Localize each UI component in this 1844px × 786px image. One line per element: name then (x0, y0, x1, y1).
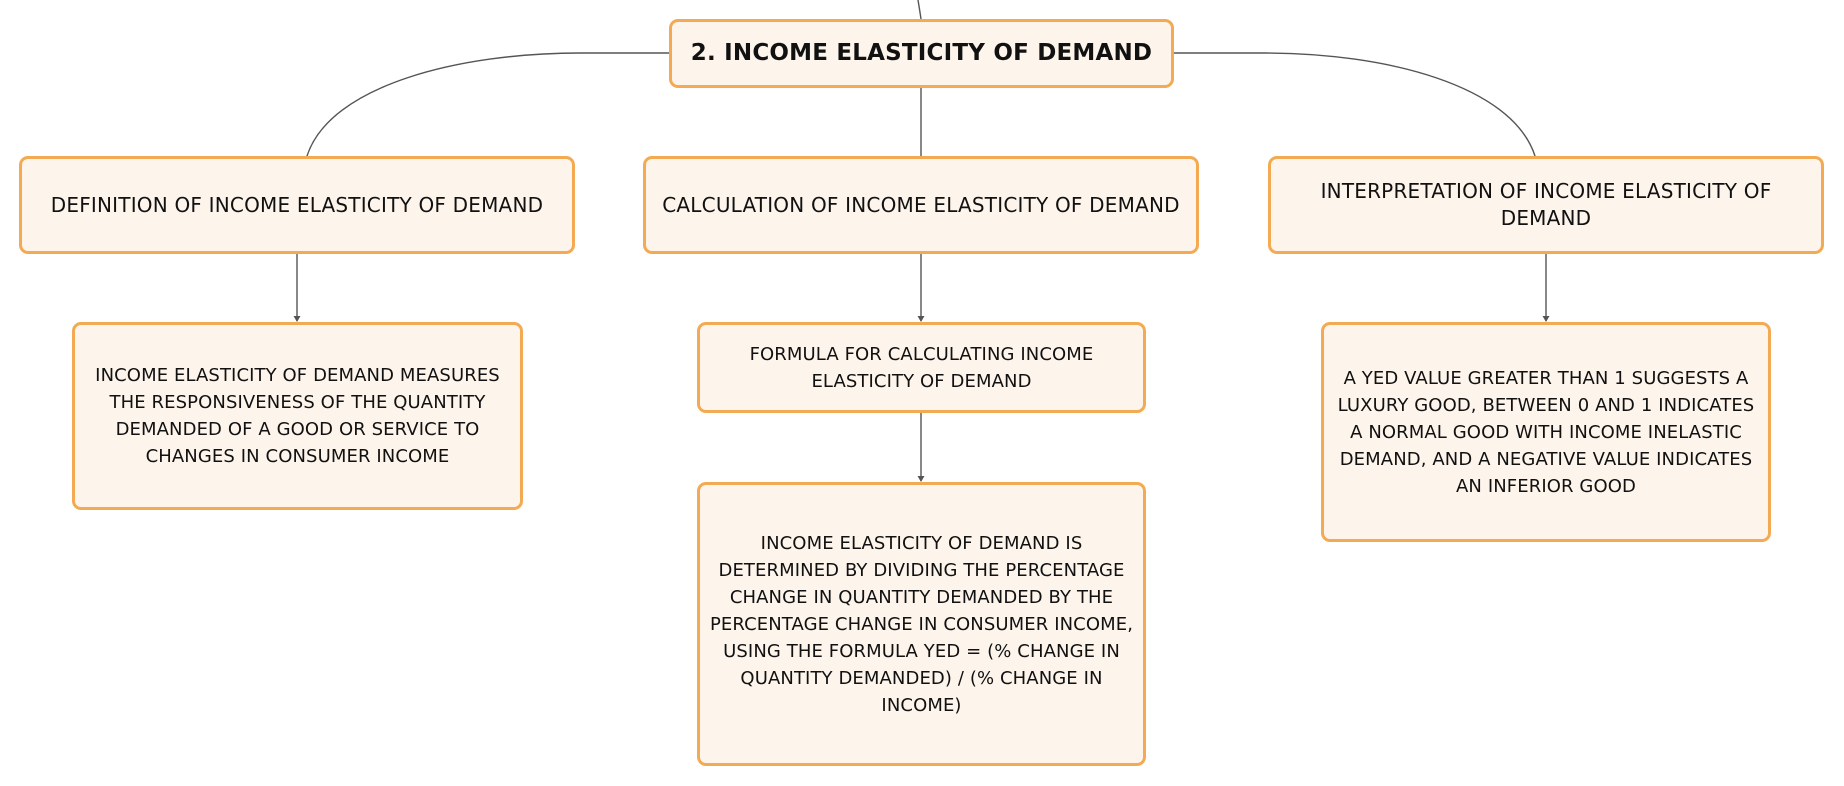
interpretation-detail-text: A YED VALUE GREATER THAN 1 SUGGESTS A LU… (1337, 367, 1755, 497)
root-node[interactable]: 2. INCOME ELASTICITY OF DEMAND (669, 19, 1174, 88)
calculation-detail-node[interactable]: INCOME ELASTICITY OF DEMAND IS DETERMINE… (697, 482, 1146, 766)
formula-node-label: FORMULA FOR CALCULATING INCOME ELASTICIT… (749, 343, 1094, 392)
branch-node-calculation-label: CALCULATION OF INCOME ELASTICITY OF DEMA… (662, 192, 1180, 217)
calculation-detail-text: INCOME ELASTICITY OF DEMAND IS DETERMINE… (709, 532, 1134, 716)
branch-node-definition[interactable]: DEFINITION OF INCOME ELASTICITY OF DEMAN… (19, 156, 575, 254)
formula-node[interactable]: FORMULA FOR CALCULATING INCOME ELASTICIT… (697, 322, 1146, 413)
connector-parent-to-root (917, 0, 922, 20)
arrowhead-calculation-formula (917, 316, 925, 322)
definition-detail-text: INCOME ELASTICITY OF DEMAND MEASURES THE… (95, 365, 500, 467)
connector-root-to-interpretation (1173, 52, 1536, 157)
connector-root-to-definition (306, 52, 670, 157)
root-node-label: 2. INCOME ELASTICITY OF DEMAND (690, 40, 1153, 66)
definition-detail-node[interactable]: INCOME ELASTICITY OF DEMAND MEASURES THE… (72, 322, 523, 510)
arrowhead-definition-detail (293, 316, 301, 322)
branch-node-definition-label: DEFINITION OF INCOME ELASTICITY OF DEMAN… (50, 192, 544, 217)
interpretation-detail-node[interactable]: A YED VALUE GREATER THAN 1 SUGGESTS A LU… (1321, 322, 1771, 542)
arrowhead-interpretation-detail (1542, 316, 1550, 322)
branch-node-interpretation-label: INTERPRETATION OF INCOME ELASTICITY OF D… (1320, 179, 1772, 230)
branch-node-calculation[interactable]: CALCULATION OF INCOME ELASTICITY OF DEMA… (643, 156, 1199, 254)
branch-node-interpretation[interactable]: INTERPRETATION OF INCOME ELASTICITY OF D… (1268, 156, 1824, 254)
arrowhead-formula-detail (917, 476, 925, 482)
